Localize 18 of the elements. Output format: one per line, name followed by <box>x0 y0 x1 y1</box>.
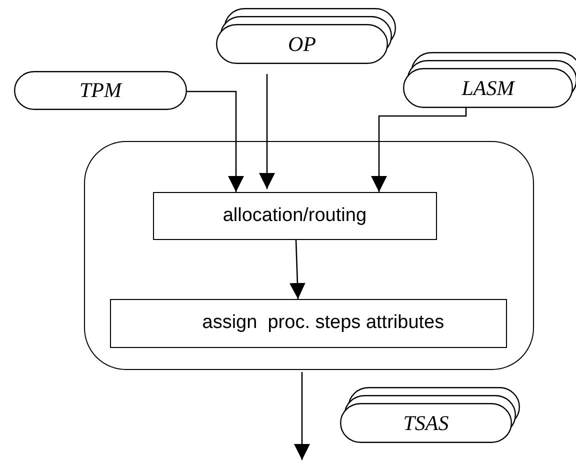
process-box <box>110 298 507 348</box>
arrow <box>259 74 275 189</box>
process-label: allocation/routing <box>222 204 367 227</box>
arrow <box>371 108 467 192</box>
pill-shape <box>14 71 187 110</box>
pill-label: OP <box>287 30 317 58</box>
arrow <box>294 372 310 460</box>
stacked-pill-shape <box>403 52 576 108</box>
pill-label: TSAS <box>402 410 450 436</box>
process-label: assign proc. steps attributes <box>202 312 444 334</box>
arrow <box>187 90 244 192</box>
stacked-pill-shape <box>340 387 520 443</box>
pill-label: TPM <box>78 77 124 104</box>
rounded-container <box>84 141 534 370</box>
stacked-pill-shape <box>216 8 396 64</box>
arrow <box>289 240 306 300</box>
process-box <box>152 192 437 240</box>
pill-label: LASM <box>460 74 516 102</box>
